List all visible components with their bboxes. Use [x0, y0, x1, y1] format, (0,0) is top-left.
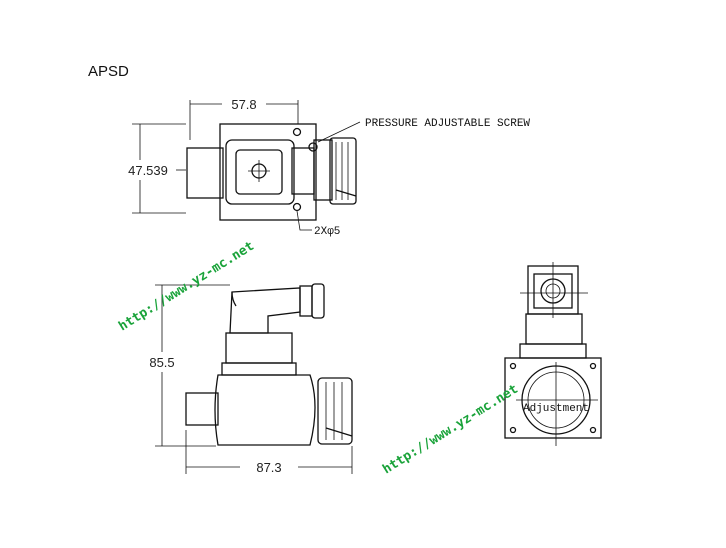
watermark-lower: http://www.yz-mc.net	[380, 382, 521, 478]
dim-side-height: 85.5	[149, 355, 174, 370]
dim-side-width: 87.3	[256, 460, 281, 475]
top-view	[132, 100, 361, 231]
page-title: APSD	[88, 63, 129, 80]
dim-top-width: 57.8	[231, 97, 256, 112]
dim-top-height: 47.539	[128, 163, 168, 178]
label-holes: 2Xφ5	[314, 226, 340, 238]
front-view	[504, 262, 602, 446]
label-adjustment: Adjustment	[523, 403, 589, 415]
watermark-upper: http://www.yz-mc.net	[116, 239, 257, 335]
label-screw: PRESSURE ADJUSTABLE SCREW	[365, 118, 530, 130]
side-view	[155, 283, 353, 474]
